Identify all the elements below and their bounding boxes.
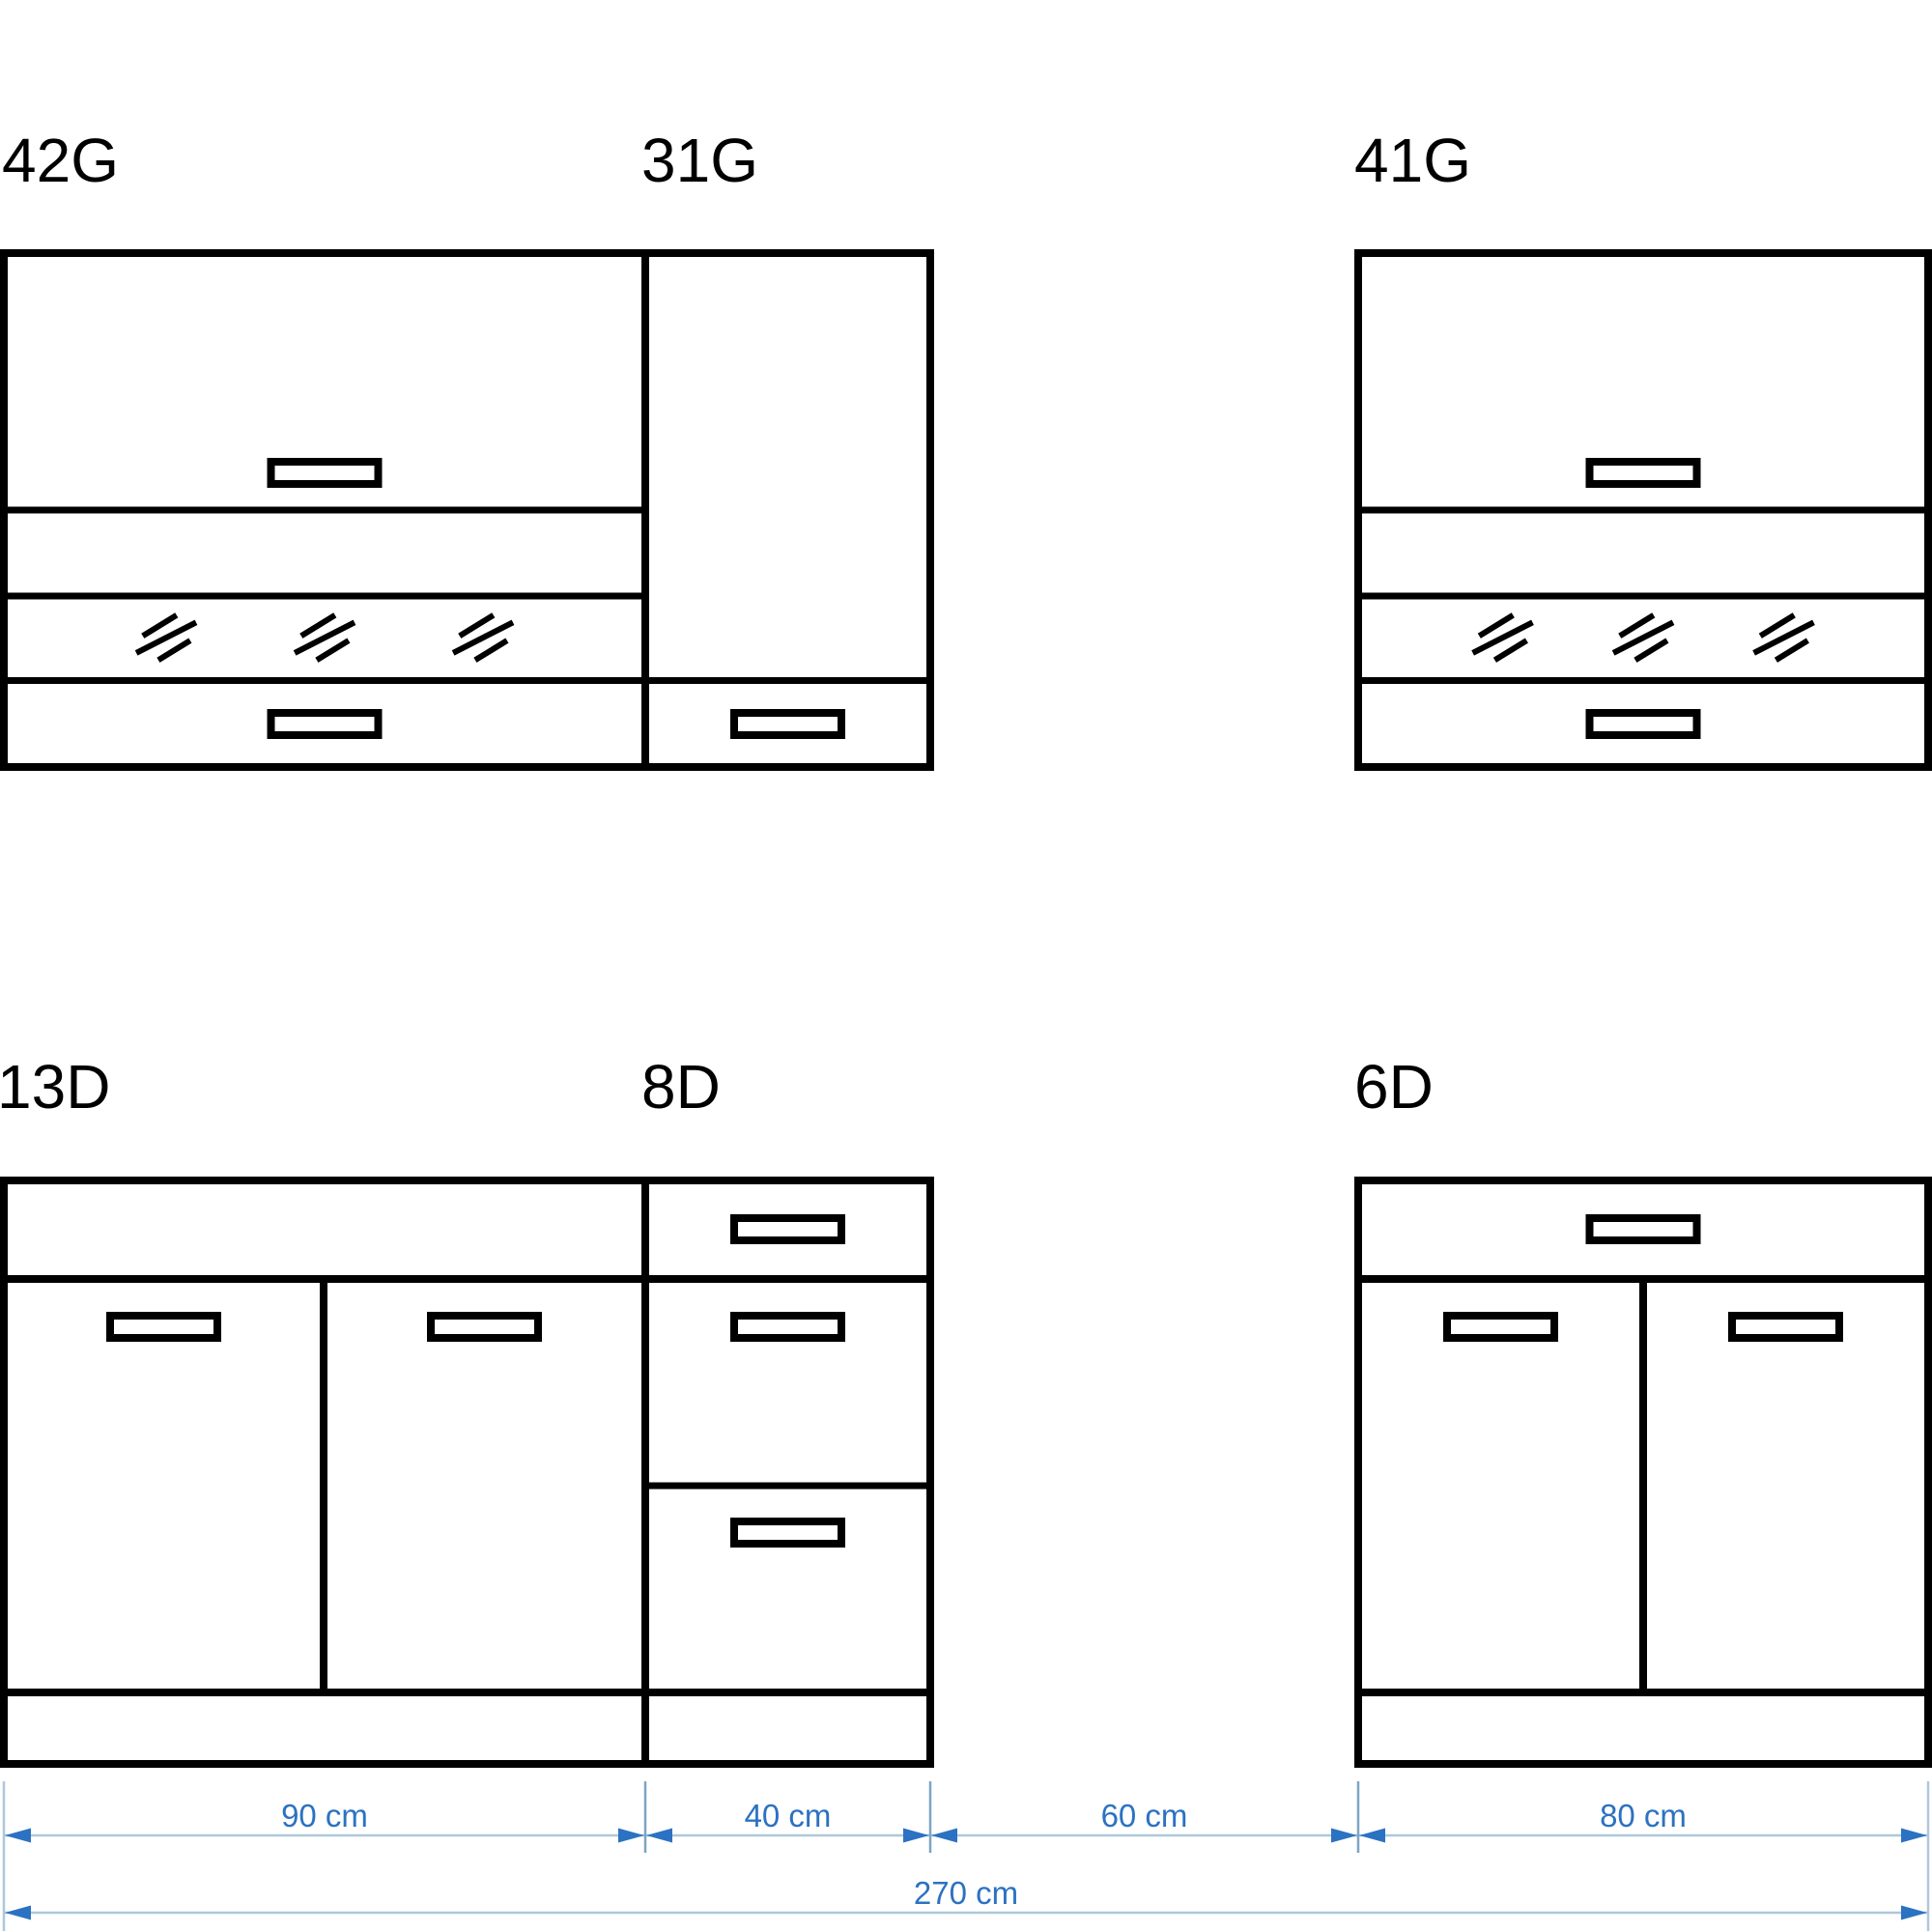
- svg-text:13D: 13D: [0, 1052, 110, 1122]
- svg-text:40 cm: 40 cm: [745, 1798, 832, 1833]
- svg-text:90 cm: 90 cm: [281, 1798, 368, 1833]
- svg-text:270 cm: 270 cm: [914, 1875, 1018, 1911]
- svg-text:8D: 8D: [641, 1052, 721, 1122]
- svg-text:80 cm: 80 cm: [1600, 1798, 1687, 1833]
- svg-text:31G: 31G: [641, 126, 758, 195]
- svg-text:60 cm: 60 cm: [1101, 1798, 1188, 1833]
- svg-text:6D: 6D: [1354, 1052, 1434, 1122]
- svg-text:42G: 42G: [2, 126, 119, 195]
- svg-text:41G: 41G: [1354, 126, 1471, 195]
